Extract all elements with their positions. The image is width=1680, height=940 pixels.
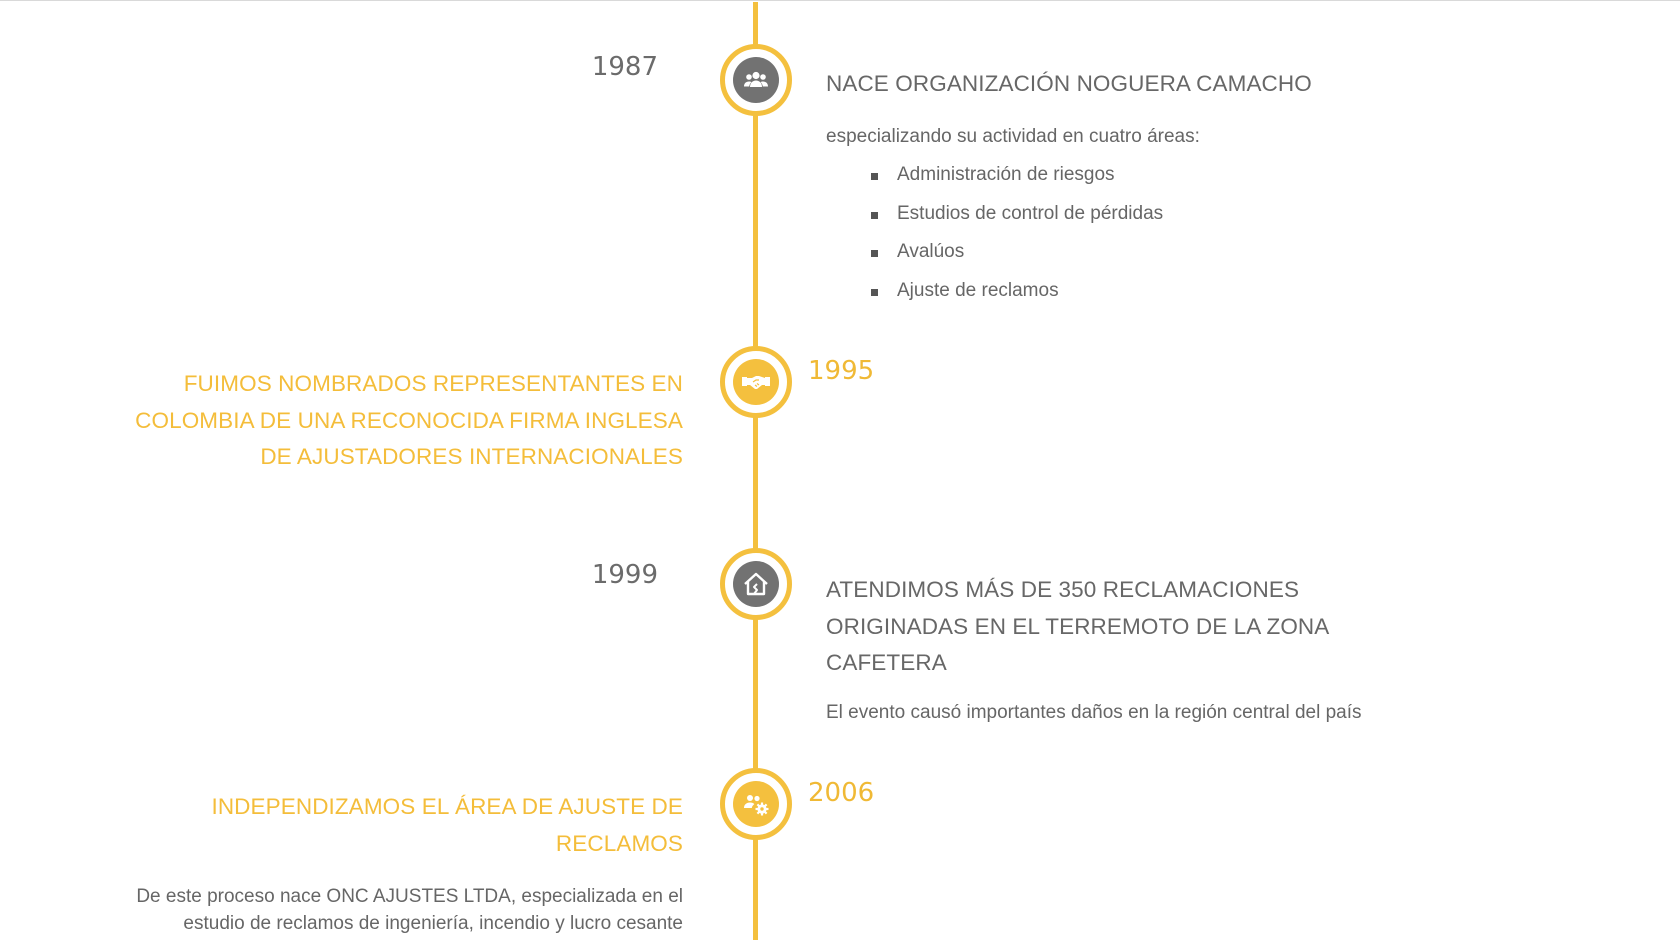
event-year: 1987 <box>591 52 658 82</box>
event-node <box>720 44 792 116</box>
event-title: ATENDIMOS MÁS DE 350 RECLAMACIONES ORIGI… <box>826 577 1329 675</box>
top-divider <box>0 0 1680 1</box>
event-year: 1999 <box>591 560 658 590</box>
handshake-icon <box>733 359 779 405</box>
event-node <box>720 346 792 418</box>
event-description: El evento causó importantes daños en la … <box>826 702 1362 723</box>
list-item: Ajuste de reclamos <box>869 272 1163 311</box>
list-item: Estudios de control de pérdidas <box>869 195 1163 234</box>
event-year: 1995 <box>808 356 875 386</box>
event-title: FUIMOS NOMBRADOS REPRESENTANTES EN COLOM… <box>135 371 683 469</box>
list-item: Administración de riesgos <box>869 156 1163 195</box>
users-gear-icon <box>733 781 779 827</box>
event-node <box>720 768 792 840</box>
event-title: NACE ORGANIZACIÓN NOGUERA CAMACHO <box>826 71 1312 96</box>
event-node <box>720 548 792 620</box>
event-description: especializando su actividad en cuatro ár… <box>826 126 1200 147</box>
focus-areas-list: Administración de riesgos Estudios de co… <box>869 156 1163 310</box>
broken-house-icon <box>733 561 779 607</box>
event-description: De este proceso nace ONC AJUSTES LTDA, e… <box>136 886 683 934</box>
event-year: 2006 <box>808 778 875 808</box>
list-item: Avalúos <box>869 233 1163 272</box>
timeline-spine <box>753 2 758 940</box>
event-title: INDEPENDIZAMOS EL ÁREA DE AJUSTE DE RECL… <box>211 794 683 856</box>
group-users-icon <box>733 57 779 103</box>
